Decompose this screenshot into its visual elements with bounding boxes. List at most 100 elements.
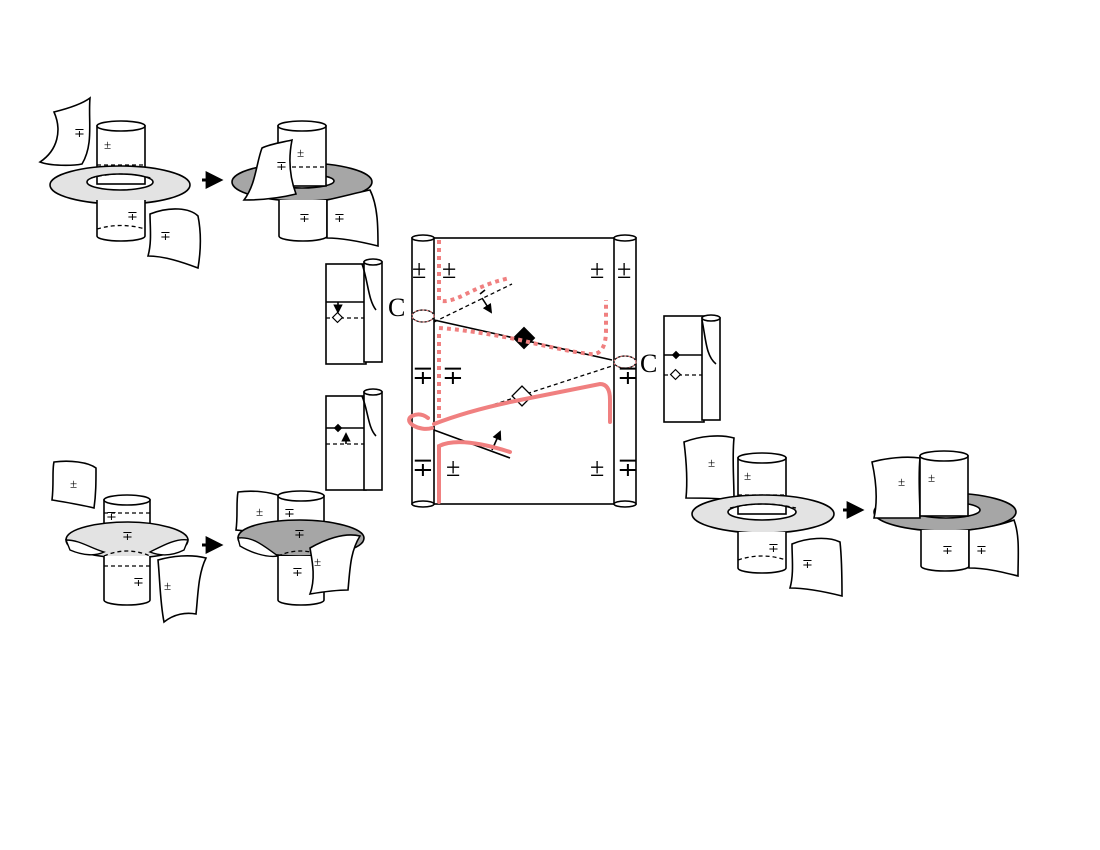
sign-label: ∓: [768, 540, 779, 555]
step-bottom-left-after: ± ∓ ∓ ∓ ±: [235, 490, 365, 606]
sign-label: ∓: [106, 508, 117, 523]
cylinder-lower: [278, 200, 328, 242]
cylinder-top: [277, 120, 327, 132]
seam-line: [701, 319, 717, 365]
step-top-left-before: ∓ ± ∓ ∓: [38, 96, 202, 270]
sign-label: ∓: [276, 158, 287, 173]
sign-label: ∓: [122, 528, 133, 543]
sign-label: ±: [297, 145, 304, 160]
sign-label: ∓: [160, 228, 171, 243]
dashed-line: [433, 283, 513, 323]
sheet-flap: [788, 537, 843, 598]
sign-label: ±: [256, 504, 263, 519]
open-diamond-icon: [669, 368, 682, 381]
seam-line: [90, 173, 152, 179]
sign-label: ∓: [74, 125, 85, 140]
sheet-flap: [242, 138, 298, 201]
sheet-flap: [146, 208, 202, 270]
sign-label: ±: [590, 255, 604, 284]
sign-label: ∓: [412, 453, 434, 482]
cylinder-top: [919, 450, 969, 462]
seam-line: [361, 263, 377, 311]
step-top-left-after: ± ∓ ∓ ∓: [231, 120, 379, 248]
sign-label: ∓: [412, 361, 434, 390]
step-bottom-right-before: ± ± ∓ ∓: [683, 435, 843, 598]
cylinder-top: [737, 452, 787, 464]
sign-label: ±: [898, 474, 905, 489]
sign-label: ±: [617, 255, 631, 284]
sign-label: ±: [744, 468, 751, 483]
right-circle-c-pink: [613, 355, 637, 369]
left-circle-label: C: [388, 293, 405, 322]
main-panel: C C ± ± ± ± ∓ ∓ ∓ ∓ ± ± ∓: [388, 234, 657, 508]
step-bottom-right-after: ± ± ∓ ∓: [871, 450, 1020, 578]
sign-label: ±: [590, 453, 604, 482]
move-arrow: [481, 297, 493, 314]
disk-annulus: [691, 494, 835, 534]
left-circle-c-pink: [411, 309, 435, 323]
disk-hole: [148, 538, 189, 556]
seam-line: [361, 395, 377, 437]
sign-label: ∓: [942, 542, 953, 557]
sign-label: ±: [70, 476, 77, 491]
sheet-flap: [326, 189, 379, 248]
right-circle-label: C: [640, 349, 657, 378]
sign-label: ∓: [617, 453, 639, 482]
sign-label: ∓: [292, 564, 303, 579]
sign-label: ∓: [802, 556, 813, 571]
sheet-flap: [968, 518, 1020, 578]
cylinder-body: [363, 261, 383, 363]
seam-line: [737, 555, 787, 561]
side-panel-upper-left: [325, 258, 383, 365]
sign-label: ∓: [442, 361, 464, 390]
step-bottom-left-before: ± ∓ ∓ ∓ ±: [51, 460, 208, 624]
cylinder-body: [919, 455, 969, 517]
dotted-pink-curve: [437, 240, 511, 304]
sign-label: ±: [314, 554, 321, 569]
side-panel-lower-left: [325, 388, 383, 491]
filled-diamond-icon: [671, 350, 681, 360]
panel-sheet: [325, 263, 367, 365]
dotted-pink-curve: [438, 300, 608, 357]
cylinder-lower: [96, 200, 146, 242]
sign-label: ±: [104, 137, 111, 152]
side-panel-right: [663, 314, 721, 423]
sheet-flap: [51, 460, 97, 509]
sign-label: ∓: [127, 208, 138, 223]
disk-annulus: [49, 165, 191, 205]
sheet-flap: [308, 534, 362, 596]
sign-label: ±: [708, 455, 715, 470]
sign-label: ∓: [617, 361, 639, 390]
sign-label: ∓: [299, 210, 310, 225]
disk-hole: [64, 539, 106, 556]
move-arrow: [479, 289, 486, 295]
cylinder-lower: [920, 530, 970, 572]
filled-diamond-icon: [333, 423, 343, 433]
solid-pink-curve: [432, 381, 612, 426]
cylinder-body: [363, 391, 383, 491]
sign-label: ∓: [976, 542, 987, 557]
sign-label: ±: [446, 453, 460, 482]
solid-pink-curve: [407, 412, 434, 431]
panel-sheet: [663, 315, 705, 423]
left-tube-bottom: [411, 500, 435, 508]
cylinder-top: [363, 388, 383, 396]
cylinder-lower: [737, 532, 787, 574]
cylinder-top: [363, 258, 383, 266]
sign-label: ∓: [294, 526, 305, 541]
left-tube-top: [411, 234, 435, 242]
sign-label: ±: [442, 255, 456, 284]
seam-line: [103, 550, 151, 557]
sheet-flap: [871, 456, 921, 519]
open-diamond-icon: [331, 311, 344, 324]
right-tube-bottom: [613, 500, 637, 508]
cylinder-lower: [103, 556, 151, 606]
sign-label: ±: [412, 255, 426, 284]
sign-label: ±: [164, 578, 171, 593]
sign-label: ∓: [284, 505, 295, 520]
sign-label: ∓: [133, 574, 144, 589]
seam-line: [96, 224, 146, 230]
cylinder-top: [701, 314, 721, 322]
sign-label: ∓: [334, 210, 345, 225]
